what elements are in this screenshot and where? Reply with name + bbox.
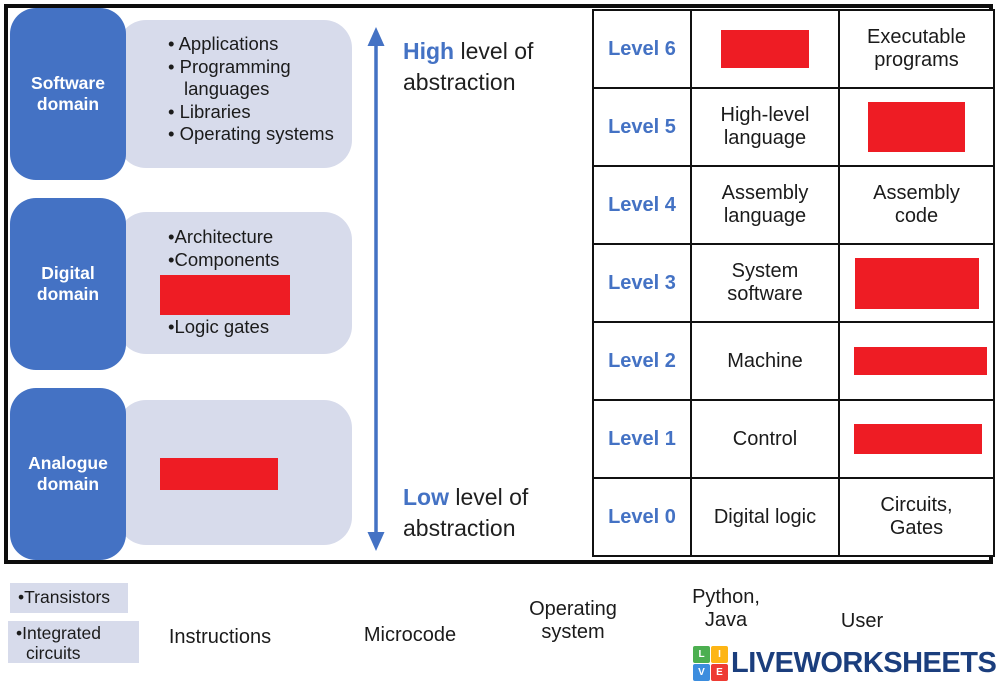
example-cell: Circuits, Gates xyxy=(838,477,995,557)
example-cell: Assembly code xyxy=(838,165,995,245)
high-rest: level of abstraction xyxy=(403,38,534,95)
table-row-level0: Level 0 Digital logic Circuits, Gates xyxy=(592,477,995,557)
liveworksheets-logo: L I V E LIVEWORKSHEETS xyxy=(693,646,997,681)
low-abstraction-label: Low level of abstraction xyxy=(403,482,581,544)
software-domain-label: Software domain xyxy=(31,73,105,114)
example-cell: Executable programs xyxy=(838,9,995,89)
level-cell: Level 4 xyxy=(592,165,692,245)
levels-table: Level 6 Executable programs Level 5 High… xyxy=(592,9,995,557)
logo-square-l: L xyxy=(693,646,710,663)
word-user[interactable]: User xyxy=(840,610,884,632)
example-cell xyxy=(838,321,995,401)
digital-domain-box: Digital domain xyxy=(10,198,126,370)
example-cell xyxy=(838,399,995,479)
table-row-level2: Level 2 Machine xyxy=(592,321,995,401)
high-word: High xyxy=(403,38,455,64)
word-microcode[interactable]: Microcode xyxy=(363,624,457,646)
concept-cell: Digital logic xyxy=(690,477,840,557)
logo-square-i: I xyxy=(711,646,728,663)
level-cell: Level 1 xyxy=(592,399,692,479)
blank-digital-domain[interactable] xyxy=(160,275,290,315)
software-item: • Applications xyxy=(168,33,279,54)
logo-square-v: V xyxy=(693,664,710,681)
level-cell: Level 3 xyxy=(592,243,692,323)
word-python-java[interactable]: Python, Java xyxy=(692,586,760,631)
blank-level1-example[interactable] xyxy=(854,424,982,454)
example-cell xyxy=(838,243,995,323)
blank-level5-example[interactable] xyxy=(868,102,965,152)
software-domain-panel: • Applications • Programming languages •… xyxy=(118,20,352,168)
high-abstraction-label: High level of abstraction xyxy=(403,36,581,98)
table-row-level6: Level 6 Executable programs xyxy=(592,9,995,89)
blank-level3-example[interactable] xyxy=(854,257,979,309)
concept-cell: Control xyxy=(690,399,840,479)
level-cell: Level 6 xyxy=(592,9,692,89)
software-item: • Operating systems xyxy=(168,123,334,145)
level-cell: Level 0 xyxy=(592,477,692,557)
software-item: • Programming languages xyxy=(168,55,291,100)
digital-domain-label: Digital domain xyxy=(36,263,100,304)
blank-analogue-domain[interactable] xyxy=(160,458,278,490)
abstraction-axis-arrow-icon xyxy=(367,27,385,551)
analogue-domain-box: Analogue domain xyxy=(10,388,126,560)
concept-cell: System software xyxy=(690,243,840,323)
low-word: Low xyxy=(403,484,449,510)
blank-level2-example[interactable] xyxy=(854,347,987,375)
word-instructions[interactable]: Instructions xyxy=(168,626,272,648)
table-row-level4: Level 4 Assembly language Assembly code xyxy=(592,165,995,245)
concept-cell: Machine xyxy=(690,321,840,401)
low-rest: level of abstraction xyxy=(403,484,529,541)
word-transistors[interactable]: •Transistors xyxy=(10,583,128,613)
digital-item: •Logic gates xyxy=(168,316,270,337)
table-row-level1: Level 1 Control xyxy=(592,399,995,479)
logo-wordmark: LIVEWORKSHEETS xyxy=(731,647,997,679)
concept-cell: Assembly language xyxy=(690,165,840,245)
digital-item: •Architecture xyxy=(168,226,274,247)
analogue-domain-label: Analogue domain xyxy=(28,453,108,494)
concept-cell: High-level language xyxy=(690,87,840,167)
level-cell: Level 2 xyxy=(592,321,692,401)
logo-square-e: E xyxy=(711,664,728,681)
concept-cell xyxy=(690,9,840,89)
blank-level6-concept[interactable] xyxy=(721,30,809,68)
word-integrated-circuits[interactable]: •Integrated circuits xyxy=(8,621,139,663)
word-operating-system[interactable]: Operating system xyxy=(529,598,617,643)
example-cell xyxy=(838,87,995,167)
software-item: • Libraries xyxy=(168,100,251,122)
liveworksheets-icon: L I V E xyxy=(693,646,728,681)
software-domain-box: Software domain xyxy=(10,8,126,180)
table-row-level5: Level 5 High-level language xyxy=(592,87,995,167)
table-row-level3: Level 3 System software xyxy=(592,243,995,323)
level-cell: Level 5 xyxy=(592,87,692,167)
digital-item: •Components xyxy=(168,249,280,270)
